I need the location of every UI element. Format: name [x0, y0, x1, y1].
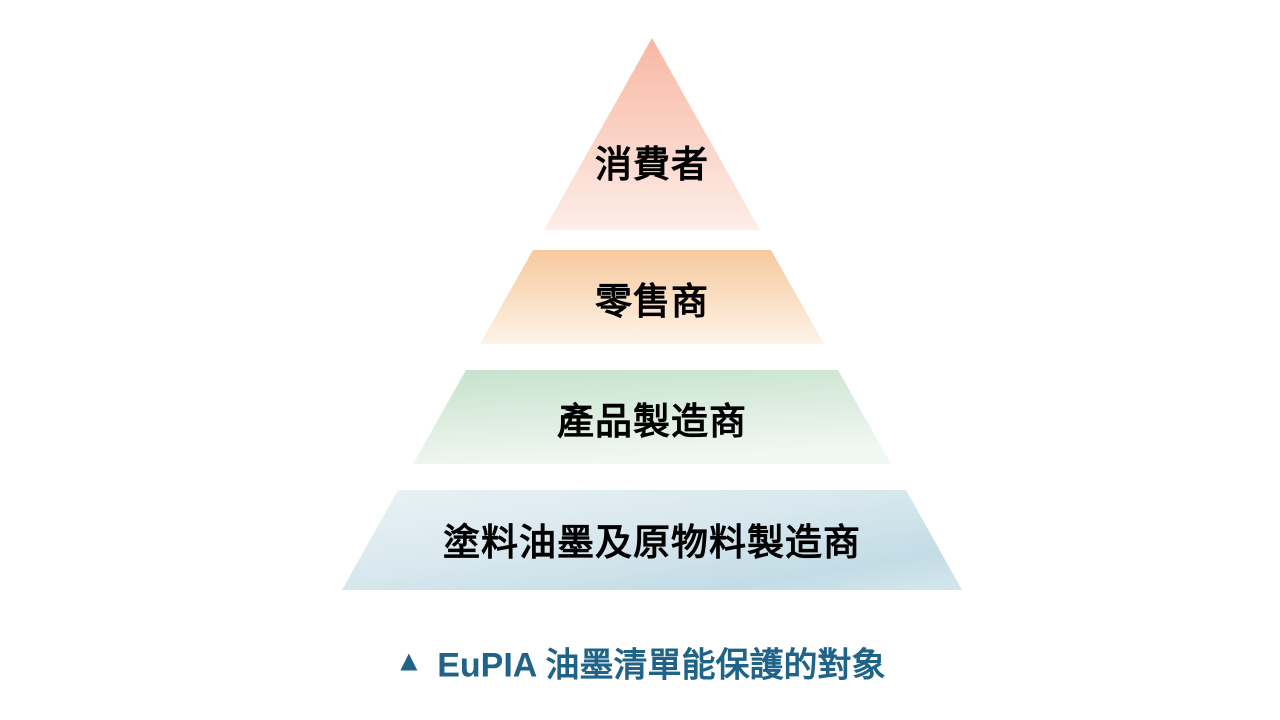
pyramid-level-4-label: 塗料油墨及原物料製造商	[443, 522, 861, 563]
pyramid-level-1-shape	[544, 38, 760, 230]
triangle-marker-icon: ▲	[394, 645, 424, 678]
pyramid-level-2-shape	[480, 250, 824, 344]
pyramid-level-3-label: 產品製造商	[557, 401, 747, 442]
pyramid-level-2-label: 零售商	[595, 281, 709, 322]
pyramid-level-4-shape	[342, 490, 962, 590]
pyramid-level-1-label: 消費者	[595, 144, 709, 185]
pyramid-level-3-shape	[413, 370, 891, 464]
caption: ▲ EuPIA 油墨清單能保護的對象	[394, 638, 885, 687]
caption-text: EuPIA 油墨清單能保護的對象	[437, 646, 886, 685]
